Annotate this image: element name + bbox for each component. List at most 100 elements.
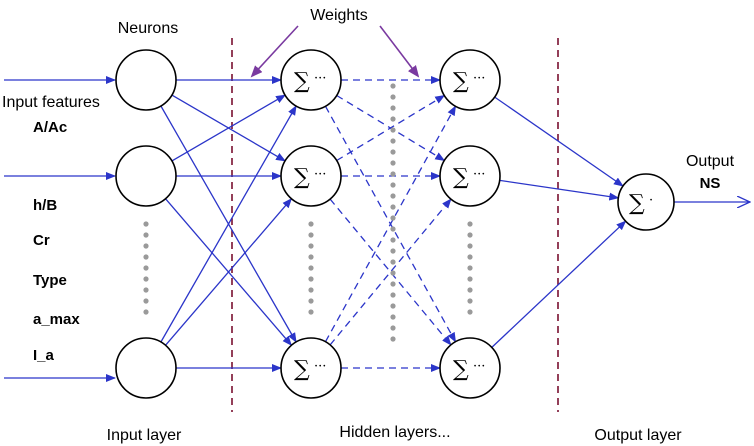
weight-edge bbox=[165, 198, 293, 346]
hidden-weight-edge bbox=[336, 94, 446, 162]
node-circle bbox=[280, 145, 342, 207]
neurons-label: Neurons bbox=[118, 20, 178, 37]
input-layer-label: Input layer bbox=[107, 427, 182, 444]
ellipsis-dot bbox=[390, 303, 396, 309]
ellipsis-dot bbox=[390, 292, 396, 298]
ellipsis-dot bbox=[467, 276, 473, 282]
weights-arrow-left bbox=[250, 25, 299, 78]
ellipsis-dot bbox=[390, 138, 396, 144]
sum-symbol: ∑ bbox=[294, 165, 310, 190]
ellipsis-dot bbox=[390, 149, 396, 155]
ellipsis-dot bbox=[308, 232, 314, 238]
ellipsis-dot bbox=[390, 171, 396, 177]
weights-label: Weights bbox=[310, 7, 368, 24]
sum-symbol: ∑ bbox=[294, 357, 310, 382]
ellipsis-dots bbox=[143, 83, 473, 342]
sum-suffix: ··· bbox=[473, 71, 485, 86]
ellipsis-dot bbox=[308, 221, 314, 227]
ellipsis-dot bbox=[390, 204, 396, 210]
output-layer-label: Output layer bbox=[594, 427, 682, 444]
ellipsis-dot bbox=[308, 254, 314, 260]
ellipsis-dot bbox=[390, 325, 396, 331]
input-feature-list: A/Ac h/B Cr Type a_max I_a bbox=[33, 119, 80, 364]
ellipsis-dot bbox=[390, 226, 396, 232]
ellipsis-dot bbox=[390, 160, 396, 166]
sum-symbol: ∑ bbox=[453, 69, 469, 94]
sum-symbol: ∑ bbox=[629, 191, 645, 216]
weight-edge bbox=[491, 220, 627, 348]
sum-symbol: ∑ bbox=[453, 165, 469, 190]
ellipsis-dot bbox=[467, 298, 473, 304]
weight-edge bbox=[499, 179, 620, 201]
ellipsis-dot bbox=[390, 105, 396, 111]
feature-label: Cr bbox=[33, 232, 50, 249]
ellipsis-dot bbox=[467, 221, 473, 227]
sum-suffix: · bbox=[649, 193, 653, 208]
ellipsis-dot bbox=[390, 336, 396, 342]
weight-edge bbox=[171, 94, 286, 162]
feature-label: Type bbox=[33, 272, 67, 289]
sum-suffix: ··· bbox=[314, 167, 326, 182]
feature-label: h/B bbox=[33, 197, 57, 214]
ellipsis-dot bbox=[143, 287, 149, 293]
ellipsis-dot bbox=[308, 298, 314, 304]
node-circle bbox=[280, 337, 342, 399]
ellipsis-dot bbox=[390, 259, 396, 265]
ellipsis-dot bbox=[467, 254, 473, 260]
node-circle bbox=[439, 49, 501, 111]
ellipsis-dot bbox=[467, 243, 473, 249]
hidden-neuron: ∑ ··· bbox=[280, 145, 342, 207]
ellipsis-dot bbox=[390, 116, 396, 122]
ellipsis-dot bbox=[390, 182, 396, 188]
ellipsis-dot bbox=[390, 127, 396, 133]
hidden-neuron: ∑ ··· bbox=[439, 145, 501, 207]
hidden-weight-edge bbox=[329, 198, 452, 346]
sum-symbol: ∑ bbox=[294, 69, 310, 94]
connection-edges bbox=[4, 76, 750, 382]
node-circle bbox=[617, 173, 675, 231]
ellipsis-dot bbox=[308, 287, 314, 293]
ellipsis-dot bbox=[143, 232, 149, 238]
hidden-layers-label: Hidden layers... bbox=[339, 424, 450, 441]
ellipsis-dot bbox=[308, 265, 314, 271]
node-circle bbox=[439, 337, 501, 399]
sum-suffix: ··· bbox=[473, 359, 485, 374]
ellipsis-dot bbox=[143, 221, 149, 227]
node-circle bbox=[439, 145, 501, 207]
input-neuron bbox=[115, 337, 177, 399]
ellipsis-dot bbox=[143, 298, 149, 304]
ellipsis-dot bbox=[143, 254, 149, 260]
hidden-weight-edge bbox=[329, 198, 452, 346]
ellipsis-dot bbox=[308, 243, 314, 249]
hidden-neuron: ∑ ··· bbox=[280, 337, 342, 399]
ellipsis-dot bbox=[390, 237, 396, 243]
ellipsis-dot bbox=[390, 281, 396, 287]
sum-suffix: ··· bbox=[314, 71, 326, 86]
node-circle bbox=[280, 49, 342, 111]
feature-label: A/Ac bbox=[33, 119, 67, 136]
output-neuron: ∑· bbox=[617, 173, 675, 231]
hidden-neuron: ∑ ··· bbox=[280, 49, 342, 111]
hidden-weight-edge bbox=[324, 105, 457, 343]
sum-symbol: ∑ bbox=[453, 357, 469, 382]
ellipsis-dot bbox=[390, 215, 396, 221]
hidden-neuron: ∑ ··· bbox=[439, 49, 501, 111]
ellipsis-dot bbox=[467, 309, 473, 315]
sum-suffix: ··· bbox=[473, 167, 485, 182]
ellipsis-dot bbox=[308, 309, 314, 315]
ellipsis-dot bbox=[390, 94, 396, 100]
ellipsis-dot bbox=[143, 276, 149, 282]
feature-label: a_max bbox=[33, 311, 80, 328]
feature-label: I_a bbox=[33, 347, 55, 364]
ellipsis-dot bbox=[143, 309, 149, 315]
ellipsis-dot bbox=[390, 193, 396, 199]
sum-suffix: ··· bbox=[314, 359, 326, 374]
weight-edge bbox=[494, 96, 624, 187]
weight-edge bbox=[160, 105, 297, 343]
ellipsis-dot bbox=[143, 243, 149, 249]
ellipsis-dot bbox=[390, 270, 396, 276]
input-features-label: Input features bbox=[2, 94, 100, 111]
ellipsis-dot bbox=[467, 265, 473, 271]
